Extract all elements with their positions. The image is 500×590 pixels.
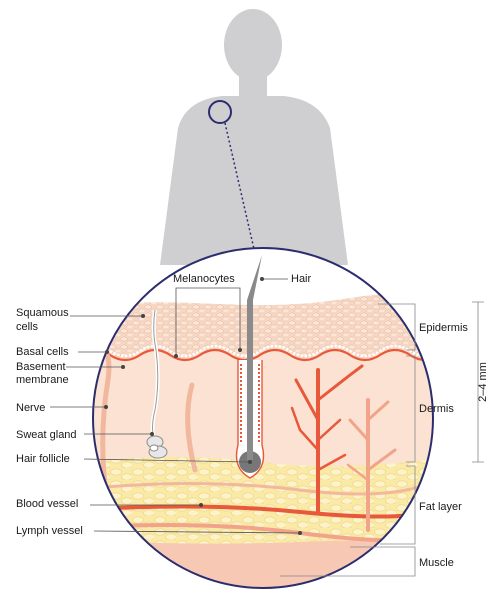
dot-basal [105, 350, 109, 354]
layer-brackets: Epidermis Dermis Fat layer Muscle 2–4 mm [280, 301, 489, 577]
bracket-muscle [280, 546, 416, 577]
dot-basement [121, 365, 125, 369]
basement-membrane-line [93, 348, 433, 362]
nerve-fiber-2 [185, 382, 198, 473]
sweat-gland-coil [146, 435, 168, 459]
label-lymph-vessel: Lymph vessel [16, 525, 83, 537]
leader-lymph-vessel [93, 530, 301, 534]
label-hair-follicle: Hair follicle [16, 453, 70, 465]
label-blood-vessel: Blood vessel [16, 498, 78, 510]
label-fat-layer: Fat layer [419, 501, 462, 513]
sweat-duct-outline [152, 309, 159, 441]
epidermis-layer [93, 293, 433, 360]
label-nerve: Nerve [16, 402, 45, 414]
bracket-dermis [406, 355, 416, 463]
bracket-epidermis [378, 303, 416, 351]
label-muscle: Muscle [419, 557, 454, 569]
label-sweat-gland: Sweat gland [16, 429, 77, 441]
bracket-fat-layer [380, 465, 416, 545]
magnified-circle-outline [92, 247, 434, 589]
thickness-scale [472, 301, 484, 463]
top-labels: Melanocytes Hair [173, 273, 312, 358]
zoom-dotted-line [224, 122, 255, 250]
dot-lymph-vessel [298, 531, 302, 535]
skin-cross-section [93, 248, 433, 588]
body-silhouette [160, 9, 348, 300]
muscle-layer [93, 540, 433, 588]
left-labels: Squamous cells Basal cells Basement memb… [16, 307, 302, 537]
label-epidermis: Epidermis [419, 322, 468, 334]
dot-melanocytes-right [238, 348, 242, 352]
leader-hair-follicle [83, 458, 251, 463]
dot-squamous [141, 314, 145, 318]
label-squamous-cells: Squamous cells [16, 307, 72, 333]
lymph-vessel-upper [94, 476, 433, 496]
label-thickness: 2–4 mm [477, 362, 489, 402]
dot-hair-follicle [248, 460, 252, 464]
label-hair: Hair [291, 273, 312, 285]
label-dermis: Dermis [419, 403, 454, 415]
hair-shaft [247, 255, 262, 460]
dot-blood-vessel [199, 503, 203, 507]
label-melanocytes: Melanocytes [173, 273, 235, 285]
zoom-marker-circle [208, 100, 232, 124]
leader-melanocytes [175, 287, 241, 356]
dot-melanocytes-left [174, 354, 178, 358]
lymph-vessel-tree [346, 398, 397, 532]
label-basal-cells: Basal cells [16, 346, 69, 358]
dot-sweat-gland [150, 432, 154, 436]
dot-nerve [104, 405, 108, 409]
dot-hair [260, 277, 264, 281]
nerve-fiber [100, 347, 112, 503]
label-basement-membrane: Basement membrane [16, 361, 69, 386]
blood-vessel-tree [290, 364, 364, 514]
